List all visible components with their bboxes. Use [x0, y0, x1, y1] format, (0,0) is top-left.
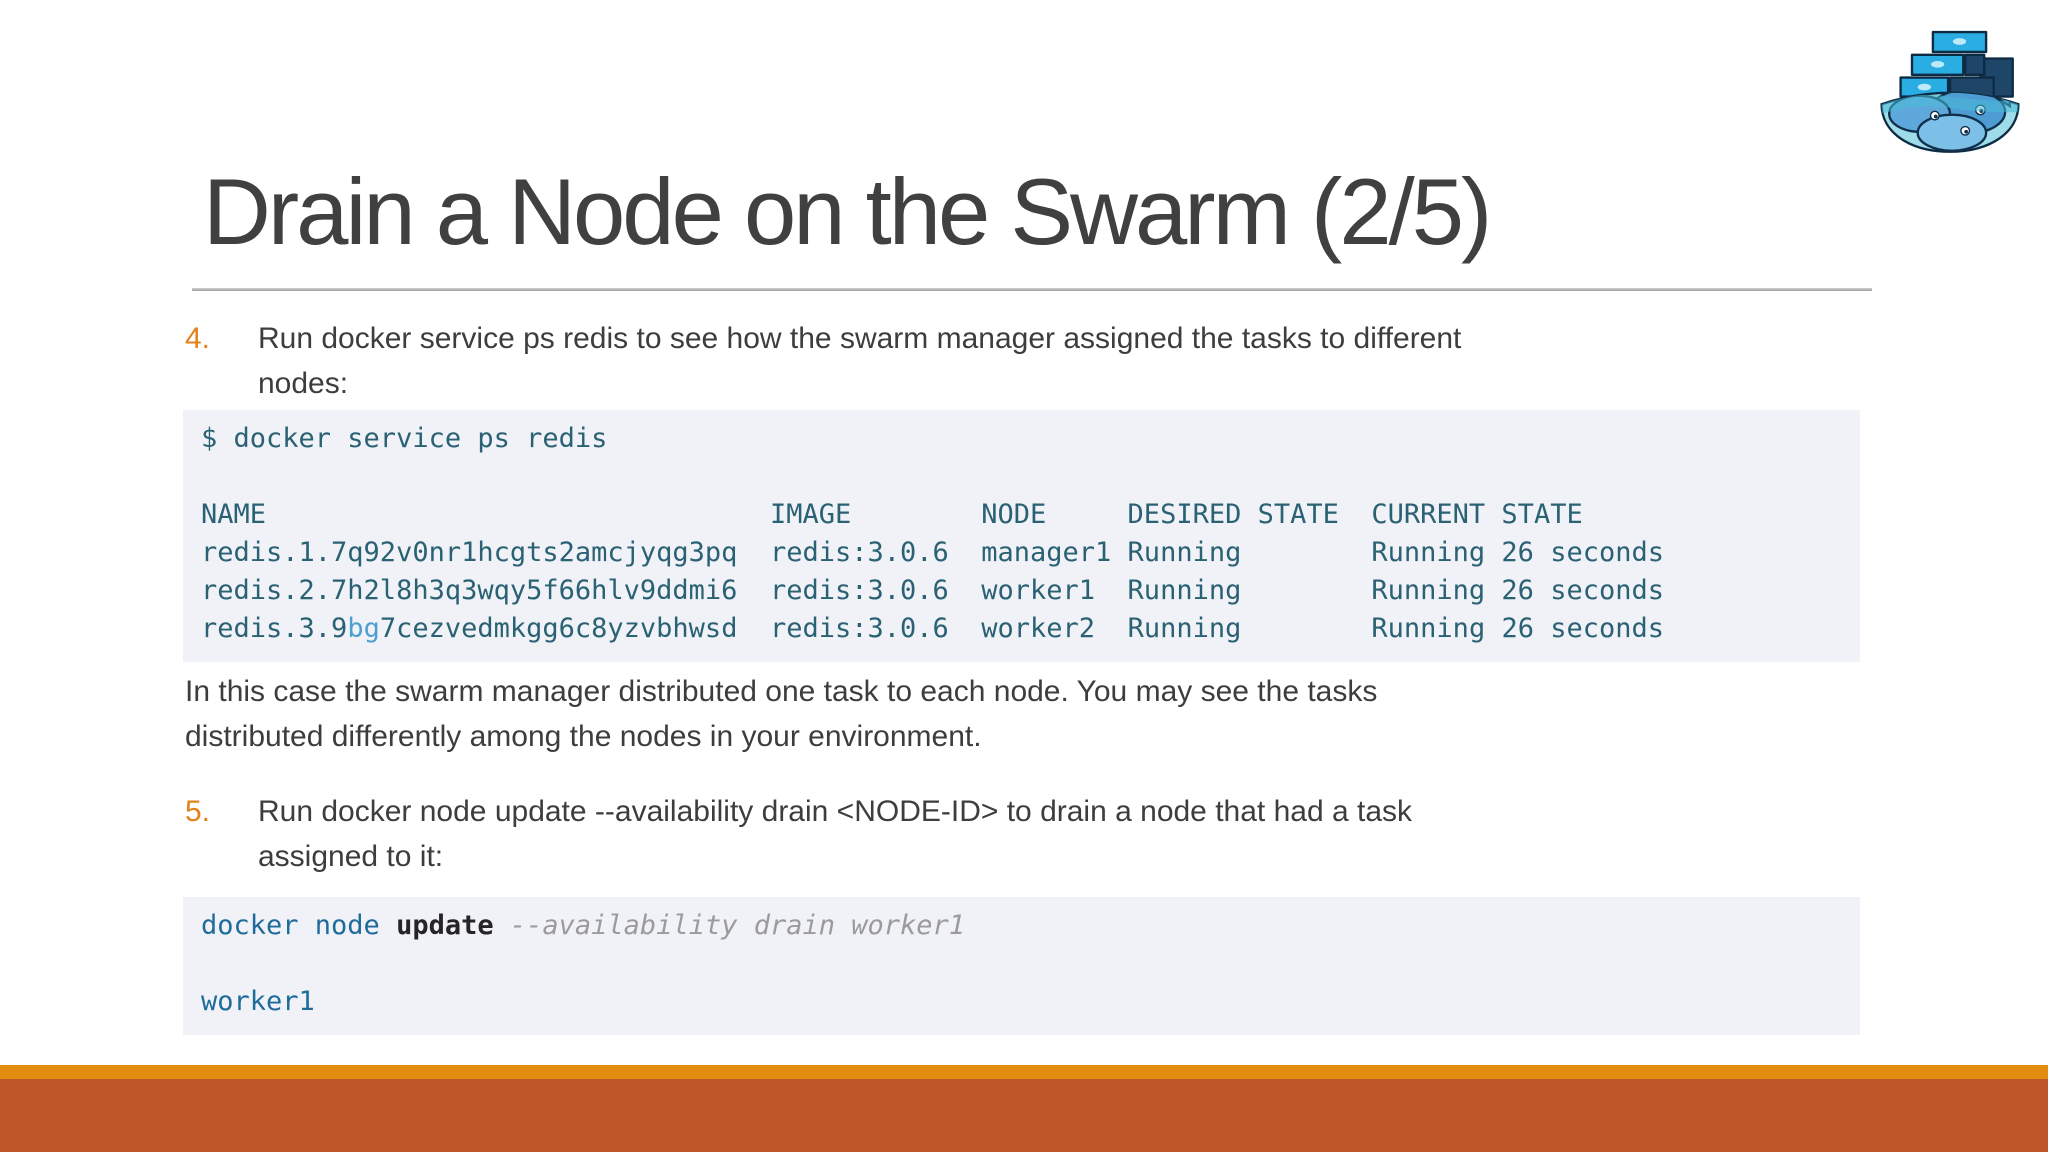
bottom-accent-bar-orange: [0, 1065, 2048, 1079]
code-token-update: update: [396, 910, 494, 941]
step-5-text: Run docker node update --availability dr…: [258, 795, 1413, 873]
terminal-output-service-ps: $ docker service ps redis NAME IMAGE NOD…: [183, 410, 1860, 662]
code-command-line: $ docker service ps redis: [201, 423, 608, 454]
task-row-2: redis.2.7h2l8h3q3wqy5f66hlv9ddmi6 redis:…: [201, 575, 1664, 606]
code-token-args: --availability drain worker1: [493, 910, 966, 941]
task-row-3-prefix: redis.3.9: [201, 613, 348, 644]
task-row-3-suffix: 7cezvedmkgg6c8yzvbhwsd redis:3.0.6 worke…: [379, 613, 1665, 644]
docker-swarm-logo-icon: [1880, 30, 2020, 153]
task-row-1: redis.1.7q92v0nr1hcgts2amcjyqg3pq redis:…: [201, 537, 1664, 568]
step-4-number: 4.: [185, 322, 211, 355]
code-output-worker1: worker1: [201, 986, 315, 1017]
step-5-number: 5.: [185, 795, 211, 828]
step-4-text: Run docker service ps redis to see how t…: [258, 322, 1462, 400]
step-5: 5. Run docker node update --availability…: [185, 789, 1865, 879]
bottom-accent-bar-terracotta: [0, 1079, 2048, 1152]
task-row-3-highlight: bg: [347, 613, 380, 644]
task-table-header-row: NAME IMAGE NODE DESIRED STATE CURRENT ST…: [201, 499, 1583, 530]
title-divider: [192, 288, 1872, 291]
page-title: Drain a Node on the Swarm (2/5): [203, 159, 1492, 264]
code-token-docker-node: docker node: [201, 910, 397, 941]
terminal-output-node-update: docker node update --availability drain …: [183, 897, 1860, 1035]
note-paragraph: In this case the swarm manager distribut…: [185, 675, 1378, 753]
step-4: 4. Run docker service ps redis to see ho…: [185, 316, 1865, 406]
